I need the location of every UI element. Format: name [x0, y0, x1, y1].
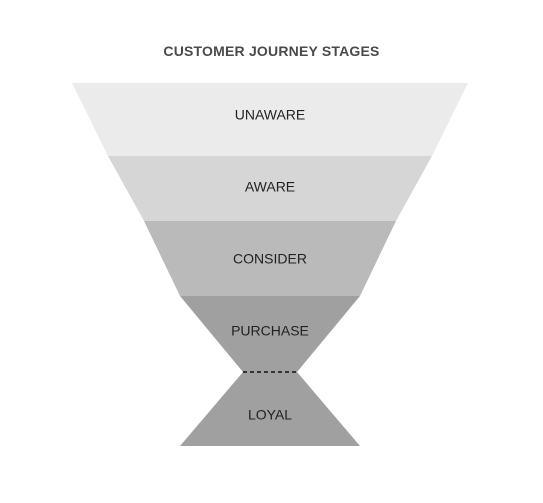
stage-loyal-shape — [180, 372, 360, 446]
stage-unaware: UNAWARE — [72, 83, 468, 156]
stage-consider-label: CONSIDER — [233, 251, 307, 267]
stage-consider-shape — [144, 221, 396, 296]
stage-unaware-label: UNAWARE — [235, 107, 306, 123]
stage-aware: AWARE — [108, 156, 432, 221]
stage-aware-shape — [108, 156, 432, 221]
stage-loyal: LOYAL — [180, 372, 360, 446]
stage-consider: CONSIDER — [144, 221, 396, 296]
stage-unaware-shape — [72, 83, 468, 156]
diagram-title: CUSTOMER JOURNEY STAGES — [163, 43, 380, 59]
stage-aware-label: AWARE — [245, 179, 295, 195]
stage-purchase: PURCHASE — [180, 296, 360, 372]
stage-purchase-shape — [180, 296, 360, 372]
stage-purchase-label: PURCHASE — [231, 323, 309, 339]
stage-loyal-label: LOYAL — [248, 407, 292, 423]
